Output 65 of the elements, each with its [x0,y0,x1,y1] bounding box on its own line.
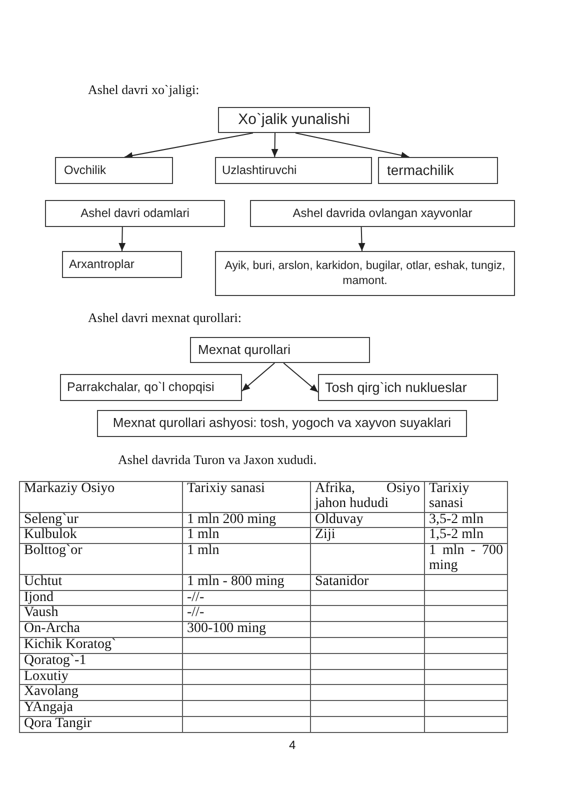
site-name: Ijond [20,590,182,606]
process-box [215,251,515,296]
section-heading: Ashel davri xo`jaligi: [88,82,200,98]
section-heading: Ashel davri mexnat qurollari: [88,310,242,326]
section-heading: Ashel davrida Turon va Jaxon xududi. [118,452,317,468]
date-value: -//- [182,606,310,622]
site-name: Uchtut [20,574,182,590]
column-header: Markaziy Osiyo [20,482,182,512]
site-name: Vaush [20,606,182,622]
column-header: Afrika, Osiyo jahon hududi [310,482,424,512]
node-label: Ovchilik [64,162,106,178]
arrow [358,226,366,252]
process-box [60,374,242,401]
process-box [218,107,370,133]
process-box [190,337,370,363]
site-name: Olduvay [310,512,424,528]
arrow [295,132,410,159]
site-name: Kichik Koratog` [20,637,182,654]
site-name: Loxutiy [20,669,182,685]
arrow [124,132,254,159]
column-header: Tarixiy sanasi [182,482,310,512]
column-header: Tarixiy sanasi [424,482,508,512]
process-box [45,200,225,227]
node-label: Mexnat qurollari ashyosi: tosh, yogoch va xayvon suyaklari [112,415,452,432]
node-label: Arxantroplar [69,256,134,272]
process-box [250,200,515,227]
date-value: 1 mln [182,528,310,544]
site-name: YAngaja [20,700,182,716]
date-value: 1 mln - 700 ming [424,544,508,574]
site-name: Kulbulok [20,528,182,544]
site-name: Qoratog`-1 [20,653,182,670]
page-number: 4 [289,738,296,752]
site-name: Ziji [310,528,424,544]
site-name: Bolttog`or [20,544,182,574]
date-value: 1 mln 200 ming [182,512,310,528]
process-box [97,410,467,437]
arrow [283,362,318,393]
node-label: Uzlashtiruvchi [222,162,297,178]
date-value: 1 mln - 800 ming [182,574,310,590]
process-box [378,157,498,184]
site-name: Seleng`ur [20,512,182,528]
date-value: 1 mln [182,544,310,574]
node-label: Parrakchalar, qo`l chopqisi [67,379,214,396]
date-value: 1,5-2 mln [424,528,508,544]
date-value: 300-100 ming [182,622,310,638]
node-label: Mexnat qurollari [198,342,290,358]
site-name: Satanidor [310,574,424,590]
node-label: Tosh qirg`ich nuklueslar [325,378,467,396]
process-box [62,251,182,278]
site-name: On-Archa [20,622,182,638]
arrow [118,226,126,252]
arrow [271,132,278,158]
node-label: Xo`jalik yunalishi [238,110,350,130]
process-box [215,157,372,184]
date-value: 3,5-2 mln [424,512,508,528]
process-box [55,157,173,184]
node-label: termachilik [387,161,454,180]
process-box [318,374,498,401]
date-value: -//- [182,590,310,606]
node-label: Ashel davri odamlari [80,206,190,222]
site-name: Xavolang [20,684,182,701]
node-label: Ayik, buri, arslon, karkidon, bugilar, otlar, eshak, tungiz, mamont. [224,258,506,288]
arrow [242,362,276,392]
site-name: Qora Tangir [20,716,182,732]
node-label: Ashel davrida ovlangan xayvonlar [292,206,472,222]
